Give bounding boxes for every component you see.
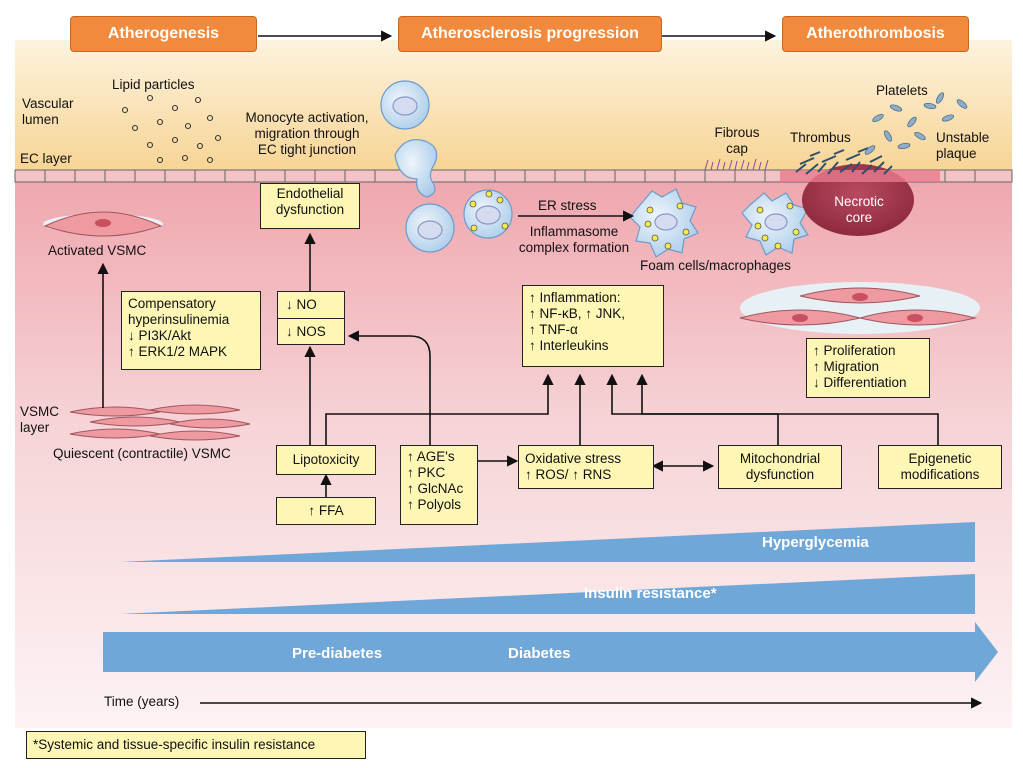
oxidative-stress-box: Oxidative stress↑ ROS/ ↑ RNS	[518, 445, 654, 489]
ffa-box: ↑ FFA	[276, 497, 376, 525]
stage-atherothrombosis: Atherothrombosis	[782, 16, 969, 52]
ec-layer-label: EC layer	[20, 151, 72, 166]
lipid-droplets	[469, 190, 509, 232]
stage-atherogenesis: Atherogenesis	[70, 16, 257, 52]
vascular-lumen-area	[15, 40, 1012, 172]
endothelial-cell-layer	[14, 169, 1013, 183]
inflammation-box: ↑ Inflammation:↑ NF-κB, ↑ JNK, ↑ TNF-α↑ …	[522, 285, 664, 367]
platelets	[864, 92, 968, 155]
time-axis-label: Time (years)	[104, 694, 180, 709]
prediabetes-label: Pre-diabetes	[292, 645, 383, 662]
no-nos-box: ↓ NO ↓ NOS	[277, 291, 345, 345]
hyperglycemia-bar	[120, 522, 975, 562]
thrombus-label: Thrombus	[790, 130, 851, 145]
proliferating-vsmc	[739, 282, 980, 334]
lipid-particles	[121, 94, 222, 164]
quiescent-vsmc-label: Quiescent (contractile) VSMC	[53, 446, 231, 461]
diabetes-label: Diabetes	[508, 645, 571, 662]
diabetes-timeline-arrow	[103, 622, 998, 682]
activated-vsmc	[43, 211, 163, 237]
foam-lipid-droplets	[644, 202, 800, 250]
foam-cells-label: Foam cells/macrophages	[640, 258, 791, 273]
stage-atherosclerosis-progression: Atherosclerosis progression	[398, 16, 662, 52]
platelets-label: Platelets	[876, 83, 928, 98]
hyperglycemia-label: Hyperglycemia	[762, 534, 869, 551]
lipotoxicity-box: Lipotoxicity	[276, 445, 376, 475]
thrombus	[795, 147, 893, 175]
insulin-resistance-label: Insulin resistance*	[584, 585, 717, 602]
er-stress-label: ER stress	[538, 198, 597, 213]
quiescent-vsmc-layer	[69, 404, 251, 441]
age-pkc-box: ↑ AGE's↑ PKC ↑ GlcNAc↑ Polyols	[400, 445, 478, 525]
activated-vsmc-label: Activated VSMC	[48, 243, 147, 258]
pathway-arrows	[97, 30, 983, 709]
lipid-particles-label: Lipid particles	[112, 77, 195, 92]
fibrous-cap	[704, 158, 769, 171]
insulin-resistance-bar	[120, 574, 975, 614]
proliferation-box: ↑ Proliferation↑ Migration↓ Differentiat…	[806, 338, 930, 398]
footnote-box: *Systemic and tissue-specific insulin re…	[26, 731, 366, 759]
